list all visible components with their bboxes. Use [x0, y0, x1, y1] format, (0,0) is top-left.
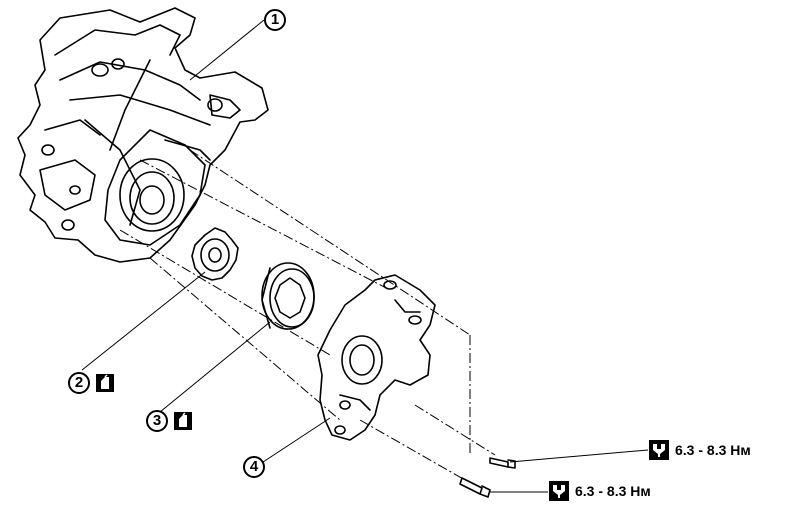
bolt-lower [459, 477, 491, 498]
front-cover-housing [17, 7, 269, 263]
callout-3: 3 [146, 410, 168, 432]
oil-can-icon [96, 374, 114, 392]
callout-1: 1 [264, 9, 286, 31]
leader-lines [81, 19, 649, 493]
alignment-lines [119, 149, 496, 481]
torque-wrench-icon [649, 440, 669, 460]
torque-value-upper: 6.3 - 8.3 Нм [675, 442, 751, 458]
bolt-upper [489, 457, 516, 469]
callout-2: 2 [68, 372, 90, 394]
torque-wrench-icon [549, 481, 569, 501]
outer-rotor [261, 262, 315, 330]
torque-spec-lower: 6.3 - 8.3 Нм [549, 481, 651, 501]
callout-4: 4 [243, 456, 265, 478]
torque-value-lower: 6.3 - 8.3 Нм [575, 483, 651, 499]
pump-body [317, 274, 436, 441]
inner-rotor [191, 227, 239, 281]
torque-spec-upper: 6.3 - 8.3 Нм [649, 440, 751, 460]
oil-can-icon [174, 412, 192, 430]
